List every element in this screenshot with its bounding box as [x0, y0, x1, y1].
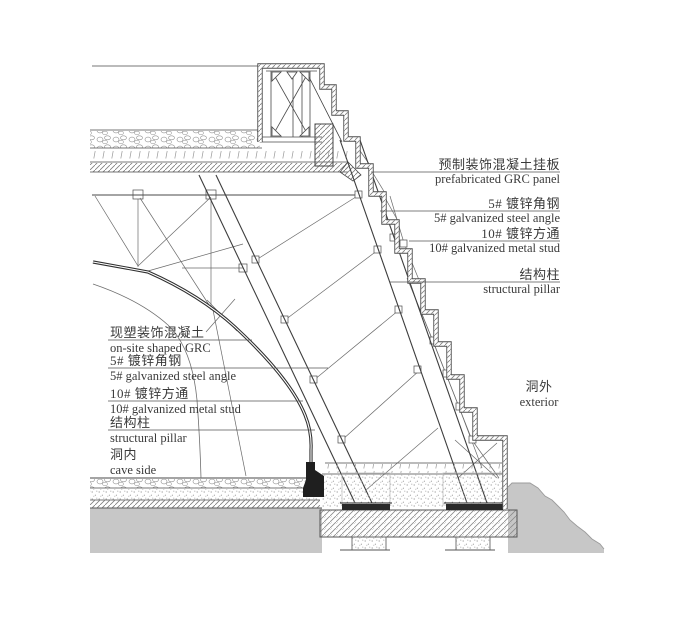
top-box-truss: [260, 70, 322, 143]
foundation: [90, 462, 518, 551]
label-steel-angle-left-en: 5# galvanized steel angle: [110, 369, 236, 383]
rock-mound-edge: [507, 482, 605, 550]
concrete-footing: [319, 509, 518, 538]
label-metal-stud-right-en: 10# galvanized metal stud: [429, 241, 561, 255]
label-structural-pillar-right-zh: 结构柱: [519, 267, 560, 282]
label-structural-pillar-left-en: structural pillar: [110, 431, 188, 445]
sub-footing-left: [351, 536, 387, 551]
label-onsite-grc-zh: 现塑装饰混凝土: [110, 325, 205, 340]
label-steel-angle-left-zh: 5# 镀锌角钢: [110, 353, 182, 368]
annotations-right: 预制装饰混凝土挂板 prefabricated GRC panel 5# 镀锌角…: [429, 157, 561, 409]
label-cave-side-zh: 洞内: [110, 447, 137, 462]
label-prefab-grc-zh: 预制装饰混凝土挂板: [438, 157, 560, 172]
base-plate-right: [446, 504, 503, 510]
structural-pillars: [198, 76, 488, 504]
sub-footing-right: [455, 536, 491, 551]
label-exterior-en: exterior: [520, 395, 560, 409]
grc-base-detail: [303, 462, 324, 497]
grc-surfaces: [92, 260, 324, 497]
label-cave-side-en: cave side: [110, 463, 157, 477]
ground-fills: [90, 482, 605, 553]
label-structural-pillar-right-en: structural pillar: [483, 282, 561, 296]
label-steel-angle-right-en: 5# galvanized steel angle: [434, 211, 560, 225]
pillar-b-right-edge: [359, 139, 488, 504]
hatched-upstand-column: [314, 123, 334, 167]
exterior-rock-mound-fill: [508, 483, 604, 553]
label-structural-pillar-left-zh: 结构柱: [110, 415, 151, 430]
label-metal-stud-left-en: 10# galvanized metal stud: [110, 402, 242, 416]
cave-rock-line: [92, 283, 202, 479]
pillar-b-left-edge: [339, 139, 468, 504]
label-metal-stud-right-zh: 10# 镀锌方通: [481, 226, 560, 241]
base-plate-left: [342, 504, 390, 510]
leader-lines: [108, 171, 560, 431]
label-steel-angle-right-zh: 5# 镀锌角钢: [488, 196, 560, 211]
label-prefab-grc-en: prefabricated GRC panel: [435, 172, 560, 186]
label-exterior-zh: 洞外: [525, 379, 552, 394]
annotations-left: 现塑装饰混凝土 on-site shaped GRC 5# 镀锌角钢 5# ga…: [110, 325, 242, 477]
cave-side-ground-fill: [90, 508, 322, 553]
pillar-a-left-edge: [198, 174, 356, 504]
label-metal-stud-left-zh: 10# 镀锌方通: [110, 386, 189, 401]
stepped-panel-wall: [257, 63, 508, 509]
pillar-a-right-edge: [215, 174, 373, 504]
label-onsite-grc-en: on-site shaped GRC: [110, 341, 211, 355]
